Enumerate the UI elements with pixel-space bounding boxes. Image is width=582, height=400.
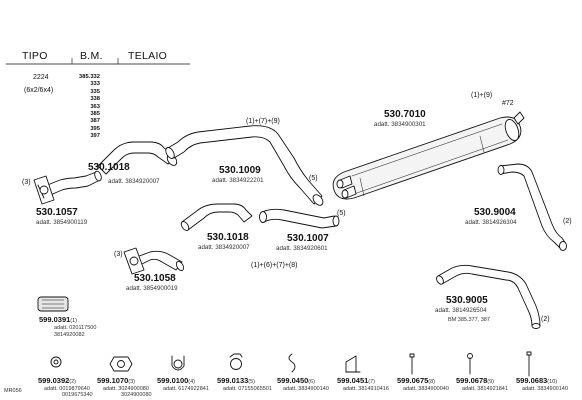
hose-clamp-icon-drawing [229,353,243,370]
pipe-530-1007 [259,208,340,229]
ref-530-1007-side: (5) [337,210,346,217]
accessory-code: adatt. 3834900140 [283,386,329,392]
accessory-code-secondary: 0019675340 [62,392,93,398]
accessory-part-number: 599.1070(3) [97,376,136,385]
accessory-part-number: 599.0678(9) [456,376,495,385]
gasket-ring-icon-drawing [50,356,62,368]
screw-icon-drawing [467,353,473,375]
adapter-530-1018-upper: adatt. 3834920007 [108,178,160,185]
pipe-530-1058 [123,247,185,275]
adapter-530-7010: adatt. 3834900301 [374,121,426,128]
accessory-part-number: 599.0451(7) [337,376,376,385]
adapter-530-9004: adatt. 3814926304 [465,219,517,226]
accessory-part-number: 599.0392(2) [38,376,77,385]
bm-value: 387 [90,118,100,125]
clamp-599-0391-drawing [37,296,69,312]
accessory-code: adatt. 3834900140 [522,386,568,392]
tipo-variant: (6x2/6x4) [24,87,54,94]
part-number-530-9005: 530.9005 [446,295,488,306]
part-number-530-1018-lower: 530.1018 [207,232,249,243]
accessory-code: adatt. 07155065501 [223,386,272,392]
part-number-530-9004: 530.9004 [474,207,516,218]
part-number-530-1058: 530.1058 [134,273,176,284]
header-bm: B.M. [80,50,103,62]
hook-icon-drawing [288,353,296,373]
part-number-530-7010: 530.7010 [384,109,426,120]
accessory-code: adatt. 0019879640 [44,386,90,392]
adapter-530-1018-lower: adatt. 3834920007 [198,244,250,251]
accessory-code: adatt. 6174922841 [163,386,209,392]
accessory-part-number: 599.0675(8) [397,376,436,385]
ref-530-7010-top: (1)+(9) [471,92,493,99]
tailpipe-530-9005 [436,264,541,329]
adapter-530-1057: adatt. 3854900119 [36,219,88,226]
ref-530-1058: (3) [114,251,123,258]
adapter-530-1009: adatt. 3834922201 [212,177,264,184]
pipe-530-1009 [165,125,324,206]
bm-value: 385.332 [79,74,100,80]
flange-gasket-icon-drawing [109,356,133,372]
header-tipo: TIPO [22,50,48,62]
adapter-530-9005: adatt. 3814926504 [435,307,487,314]
tailpipe-530-9004 [497,163,567,251]
accessory-part-number: 599.0450(6) [277,376,316,385]
bm-value: 363 [90,103,100,110]
accessory-code: adatt. 3024900080 [103,386,149,392]
accessory-part-number: 599.0683(10) [516,376,558,385]
bolt-icon-drawing [409,353,415,375]
bm-value: 397 [90,133,100,140]
long-bolt-icon-drawing [526,351,532,377]
bm-value: 338 [90,96,100,103]
ref-530-1009-side: (5) [309,175,318,182]
muffler-530-7010 [332,111,525,200]
pipe-530-1018-lower [180,203,253,231]
bm-note-530-9005: BM 385.377, 387 [448,317,490,323]
ref-530-1057: (3) [22,179,31,186]
bm-value: 385 [90,111,100,118]
tipo-value: 2224 [33,74,49,81]
bm-value: 333 [90,81,100,88]
clamp-code-1: adatt. 020117500 [54,325,97,331]
adapter-530-1058: adatt. 3854900019 [126,285,178,292]
ref-530-7010-hash: #72 [502,100,514,107]
part-number-530-1007: 530.1007 [287,233,329,244]
pipe-530-1057 [33,170,102,205]
u-bolt-clamp-icon-drawing [171,355,185,371]
accessory-part-number: 599.0100(4) [157,376,196,385]
accessory-code-secondary: 3024900080 [121,392,152,398]
clamp-code-2: 3814920082 [54,332,85,338]
ref-mid-group: (1)+(6)+(7)+(8) [251,262,298,269]
part-number-599-0391: 599.0391(1) [39,315,78,324]
part-number-530-1057: 530.1057 [36,207,78,218]
ref-530-1009-top: (1)+(7)+(9) [246,118,280,125]
pipe-530-1018-upper [97,141,178,175]
bm-value: 335 [90,88,100,95]
ref-530-9004: (2) [563,218,572,225]
ref-530-9005: (2) [541,316,550,323]
bm-value: 395 [90,125,100,132]
accessory-code: adatt. 3814921841 [462,386,508,392]
accessory-code: adatt. 3834900040 [403,386,449,392]
part-number-530-1009: 530.1009 [219,165,261,176]
adapter-530-1007: adatt. 3834920601 [276,245,328,252]
bracket-icon-drawing [345,355,361,373]
accessory-part-number: 599.0133(5) [217,376,256,385]
accessory-code: adatt. 3814910416 [343,386,389,392]
header-telaio: TELAIO [128,50,168,62]
part-number-530-1018-upper: 530.1018 [88,162,130,173]
footer-code: MR056 [4,388,22,394]
